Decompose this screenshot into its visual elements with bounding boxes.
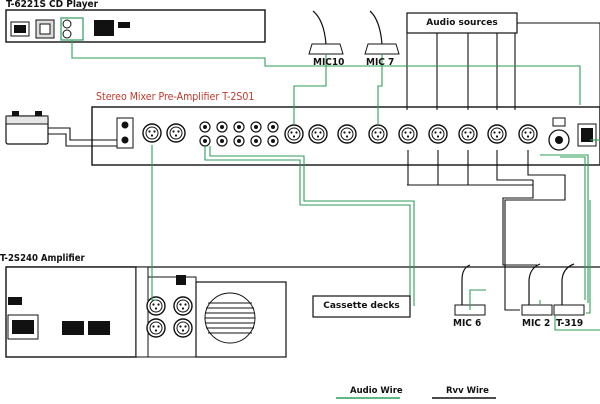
t319-label: T-319: [556, 318, 584, 329]
audio-sources-label: Audio sources: [426, 18, 498, 28]
mic2-label: MIC 2: [522, 318, 551, 329]
legend-audio-wire: Audio Wire: [350, 386, 403, 396]
mic7: [364, 10, 400, 55]
cassette-decks-box: [312, 295, 411, 318]
rvv-wires: [48, 22, 600, 311]
amplifier-label: T-2S240 Amplifier: [0, 253, 85, 264]
mic10: [308, 10, 344, 55]
audio-wires: [71, 40, 600, 331]
cd-player: [5, 9, 266, 43]
mixer-title: Stereo Mixer Pre-Amplifier T-2S01: [96, 91, 255, 103]
mic2: [521, 263, 553, 316]
legend-rvv-wire: Rvv Wire: [446, 386, 489, 396]
mic6-label: MIC 6: [453, 318, 482, 329]
battery: [5, 111, 49, 145]
mixer-rear-panel: [91, 106, 600, 166]
amplifier-rear-panel: [5, 266, 600, 358]
mic7-label: MIC 7: [366, 57, 395, 68]
cassette-decks-label: Cassette decks: [323, 301, 400, 311]
cd-player-label: T-6221S CD Player: [6, 0, 99, 10]
t319: [553, 263, 585, 316]
mic10-label: MIC10: [313, 57, 345, 68]
